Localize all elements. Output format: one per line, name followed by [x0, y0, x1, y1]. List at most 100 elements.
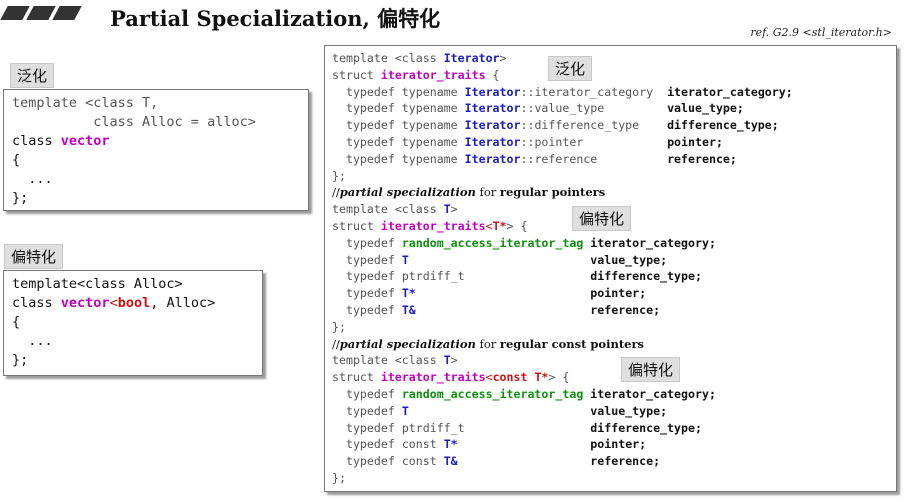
partial-specialization-tag: 偏特化: [4, 244, 64, 269]
code-token: Iterator: [464, 151, 521, 166]
code-token: T*: [492, 218, 507, 233]
code-line: ...: [12, 171, 53, 187]
page-title: Partial Specialization, 偏特化: [110, 6, 441, 31]
code-token: const: [401, 454, 444, 469]
code-token: random_access_iterator_tag: [401, 235, 584, 250]
code-token: , Alloc>: [150, 295, 216, 311]
code-token: T*: [401, 286, 416, 301]
code-token: ;: [694, 269, 702, 284]
code-token: class: [12, 295, 61, 311]
class-name-vector: vector: [60, 133, 110, 149]
code-token: {: [555, 370, 570, 385]
source-reference: ref. G2.9 <stl_iterator.h>: [750, 26, 892, 39]
code-token: ;: [771, 118, 779, 133]
code-token: ptrdiff_t: [401, 269, 465, 284]
code-token: T: [443, 353, 451, 368]
code-token: >: [548, 370, 556, 385]
code-token: T*: [443, 437, 458, 452]
code-token: Iterator: [464, 134, 521, 149]
code-token: ::: [520, 84, 535, 99]
code-token: T: [443, 202, 451, 217]
code-token: iterator_category: [534, 84, 654, 99]
code-token: T: [401, 403, 409, 418]
code-token: ;: [694, 420, 702, 435]
partial-specialization-tag-const-pointer: 偏特化: [621, 357, 681, 382]
code-token: reference: [534, 151, 598, 166]
code-token: template <class: [332, 353, 444, 368]
code-token: ::: [520, 118, 535, 133]
code-token: iterator_category: [667, 84, 786, 99]
code-token: ;: [708, 235, 716, 250]
code-token: difference_type: [590, 420, 695, 435]
struct-name: iterator_traits: [380, 218, 486, 233]
code-token: typedef: [332, 252, 402, 267]
code-token: typedef: [332, 386, 402, 401]
code-token: typedef typename: [332, 84, 465, 99]
code-token: value_type: [667, 101, 737, 116]
code-token: struct: [332, 370, 381, 385]
code-token: class: [12, 133, 61, 149]
comment-bold: regular const pointers: [499, 336, 644, 351]
code-token: ;: [653, 454, 661, 469]
code-token: >: [499, 51, 507, 65]
code-token: struct: [332, 67, 381, 82]
code-line: {: [12, 314, 21, 330]
code-token: for: [475, 336, 500, 351]
code-token: iterator_category: [590, 386, 709, 401]
code-token: Iterator: [464, 84, 521, 99]
code-token: value_type: [534, 101, 605, 116]
code-token: pointer: [590, 286, 640, 301]
code-token: ;: [653, 302, 661, 317]
code-token: };: [332, 319, 346, 334]
code-token: ;: [660, 252, 668, 267]
code-token: pointer: [534, 134, 584, 149]
code-token: Iterator: [443, 51, 500, 65]
vector-general-code-box: template <class T, class Alloc = alloc> …: [3, 89, 309, 211]
generalization-tag: 泛化: [10, 63, 55, 88]
code-token: ;: [639, 437, 647, 452]
code-line: };: [12, 190, 29, 206]
struct-name: iterator_traits: [380, 370, 486, 385]
code-token: typedef typename: [332, 151, 465, 166]
code-token: typedef: [332, 437, 402, 452]
code-token: ;: [639, 286, 647, 301]
code-token: typedef: [332, 420, 402, 435]
code-token: difference_type: [667, 118, 772, 133]
code-token: <: [109, 295, 118, 311]
comment-bold: regular pointers: [499, 185, 606, 200]
code-token: ;: [785, 84, 793, 99]
type-bool: bool: [117, 295, 151, 311]
code-token: {: [513, 218, 528, 233]
code-token: T&: [401, 302, 416, 317]
class-name-vector: vector: [60, 295, 110, 311]
code-token: T: [401, 252, 409, 267]
code-token: //: [332, 185, 340, 200]
code-token: const: [401, 437, 444, 452]
code-token: Iterator: [464, 101, 521, 116]
comment-emphasis: partial specialization: [339, 185, 476, 200]
comment-emphasis: partial specialization: [339, 336, 476, 351]
code-token: difference_type: [590, 269, 695, 284]
code-token: const: [492, 370, 535, 385]
code-token: ptrdiff_t: [401, 420, 465, 435]
code-token: typedef typename: [332, 101, 465, 116]
code-token: <: [485, 370, 493, 385]
code-token: >: [506, 218, 514, 233]
code-token: ::: [520, 134, 535, 149]
code-token: pointer: [667, 134, 716, 149]
code-token: template <class: [332, 202, 444, 217]
code-token: T*: [534, 370, 549, 385]
code-token: Iterator: [464, 118, 521, 133]
code-token: typedef: [332, 286, 402, 301]
code-line: template<class Alloc>: [12, 276, 183, 292]
code-token: difference_type: [534, 118, 640, 133]
code-token: {: [485, 67, 500, 82]
vector-bool-code-box: template<class Alloc> class vector<bool,…: [3, 270, 263, 376]
code-line: template <class T,: [12, 95, 159, 111]
code-token: reference: [590, 302, 654, 317]
code-token: //: [332, 336, 340, 351]
partial-specialization-tag-pointer: 偏特化: [572, 206, 632, 231]
iterator-traits-code: template <class Iterator> struct iterato…: [325, 46, 896, 491]
code-token: >: [450, 202, 458, 217]
code-token: typedef: [332, 403, 402, 418]
